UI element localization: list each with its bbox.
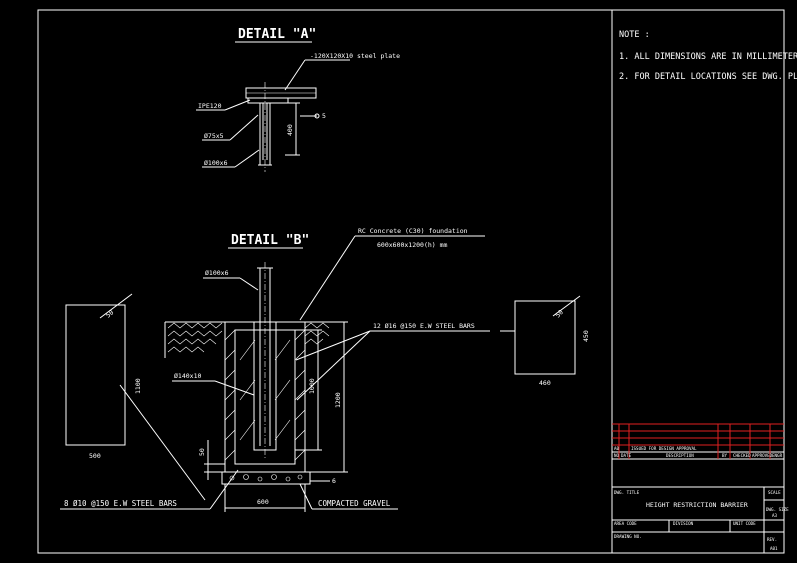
dim-6: 6	[332, 477, 336, 485]
plan-left-rect	[65, 304, 126, 446]
bars-label: 12 Ø16 @150 E.W STEEL BARS	[373, 322, 475, 330]
rev-header-checked: CHECKED	[733, 453, 751, 458]
rev-value: A01	[770, 546, 778, 551]
bottom-bars-label: 8 Ø10 @150 E.W STEEL BARS	[64, 499, 177, 508]
foundation-label: RC Concrete (C30) foundation	[358, 227, 468, 235]
dwg-size-label: DWG. SIZE	[766, 507, 789, 512]
note-item-2: 2. FOR DETAIL LOCATIONS SEE DWG. PLAN	[619, 72, 797, 82]
dwg-title: HEIGHT RESTRICTION BARRIER	[646, 501, 748, 509]
plan-right-dim-50: 50	[554, 308, 565, 319]
rev-header-no: NO	[614, 453, 620, 458]
plan-right: 50 450 460	[514, 295, 590, 387]
inner-pipe-label: Ø140x10	[174, 372, 201, 380]
detail-a-weld-label: Ø75x5	[204, 132, 224, 140]
detail-a-pipe-label: Ø100x6	[204, 159, 228, 167]
plan-left-dim-1100: 1100	[134, 378, 142, 394]
detail-a: DETAIL "A" 400 5 -120X120X10 steel plate…	[196, 27, 400, 172]
unit-code-label: UNIT CODE	[733, 521, 756, 526]
rev-header-approved: APPROVED	[752, 453, 773, 458]
detail-b-pipe-label: Ø100x6	[205, 269, 229, 277]
plan-left-dim-50: 50	[104, 308, 115, 319]
plan-right-dim-460: 460	[539, 379, 551, 387]
sheet-border	[37, 9, 785, 554]
rev-header-engr: ENGR	[772, 453, 783, 458]
rev-no: A0	[614, 446, 620, 451]
plan-left-dim-500: 500	[89, 452, 101, 460]
embedded-sleeve	[253, 321, 277, 451]
rev-header-date: DATE	[621, 453, 632, 458]
dwg-size: A3	[772, 513, 778, 518]
rebar-cage	[234, 329, 296, 465]
detail-b-title: DETAIL "B"	[231, 233, 309, 248]
title-block: A0 ISSUED FOR DESIGN APPROVAL NO DATE DE…	[612, 423, 789, 553]
dim-1200: 1200	[334, 392, 342, 408]
note-item-1: 1. ALL DIMENSIONS ARE IN MILLIMETERS	[619, 52, 797, 62]
rev-header-by: BY	[722, 453, 728, 458]
detail-a-dim-400: 400	[286, 124, 294, 136]
dim-1000: 1000	[308, 378, 316, 394]
detail-a-plate-label: -120X120X10 steel plate	[310, 52, 400, 60]
detail-b: DETAIL "B" RC Concrete (C30) foundation …	[60, 227, 515, 512]
detail-a-title: DETAIL "A"	[238, 27, 316, 42]
dim-50-left: 50	[198, 448, 206, 456]
dwg-title-label: DWG. TITLE	[614, 490, 640, 495]
area-code-label: AREA CODE	[614, 521, 637, 526]
plan-right-rect	[514, 300, 576, 375]
rev-description: ISSUED FOR DESIGN APPROVAL	[631, 446, 697, 451]
rev-label: REV.	[767, 537, 777, 542]
dim-600: 600	[257, 498, 269, 506]
drawing-no-label: DRAWING NO.	[614, 534, 642, 539]
notes-panel: NOTE : 1. ALL DIMENSIONS ARE IN MILLIMET…	[619, 30, 797, 82]
plan-left: 50 1100 500	[65, 293, 206, 501]
ipe-flange	[247, 97, 289, 104]
foundation-size: 600x600x1200(h) mm	[377, 241, 448, 249]
gravel-layer	[221, 471, 311, 485]
detail-a-dim-5: 5	[322, 112, 326, 120]
notes-heading: NOTE :	[619, 30, 650, 40]
scale-label: SCALE	[768, 490, 781, 495]
gravel-label: COMPACTED GRAVEL	[318, 499, 391, 508]
plan-right-dim-450: 450	[582, 330, 590, 342]
rev-header-description: DESCRIPTION	[666, 453, 694, 458]
detail-a-ipe-label: IPE120	[198, 102, 222, 110]
division-label: DIVISION	[673, 521, 694, 526]
